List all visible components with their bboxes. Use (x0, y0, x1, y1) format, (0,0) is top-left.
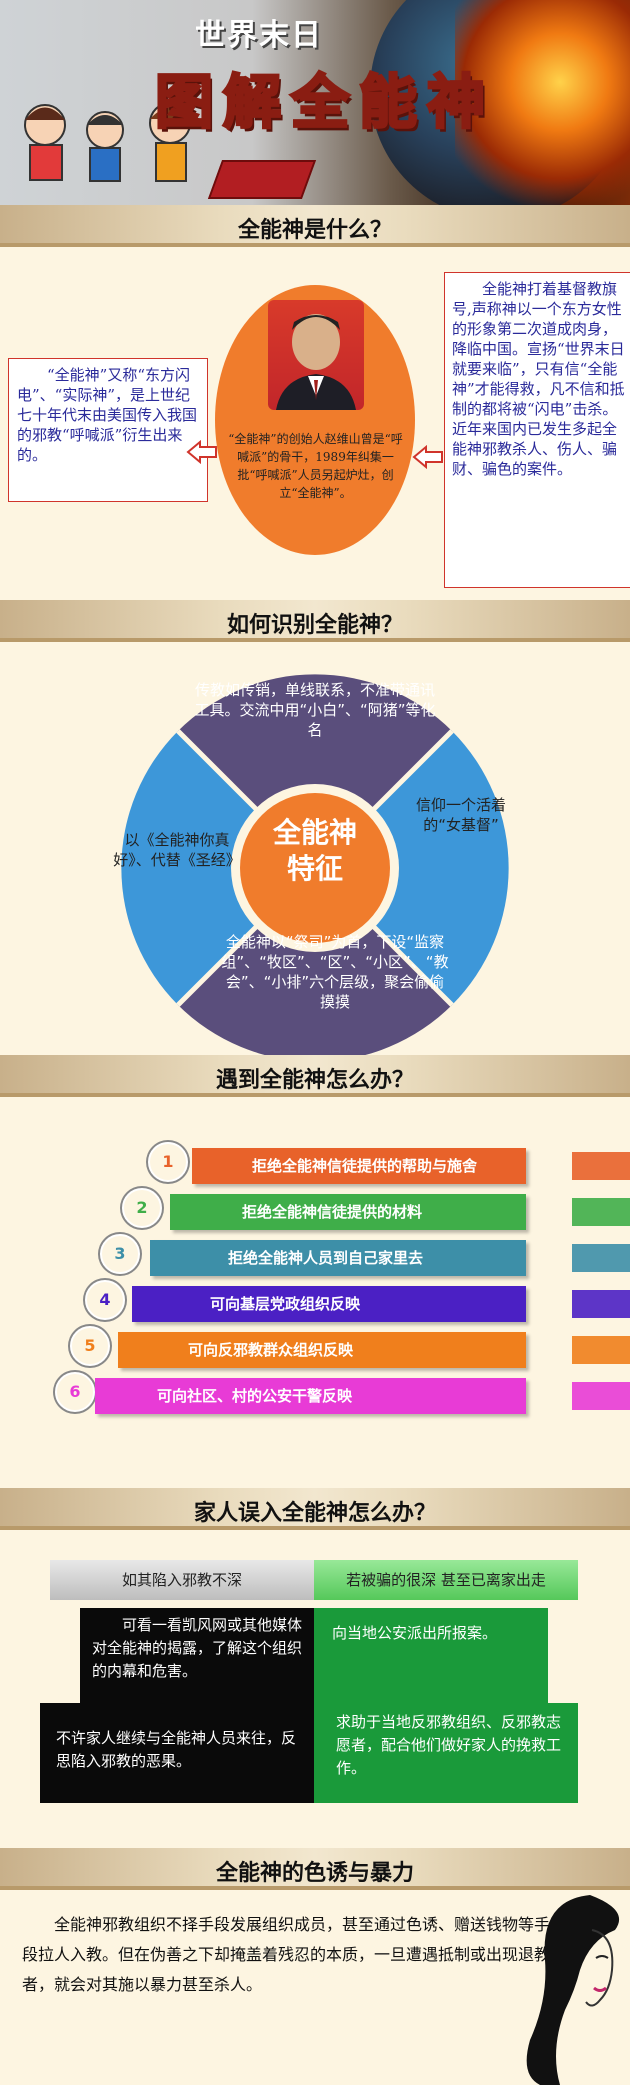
section-header-family: 家人误入全能神怎么办？ (0, 1488, 630, 1530)
donut-left-segment (121, 731, 315, 1005)
step-bar: 拒绝全能神信徒提供的帮助与施舍 (192, 1148, 526, 1184)
donut-center-label: 全能神 特征 (240, 815, 390, 887)
family-right-text-2: 求助于当地反邪教组织、反邪教志愿者，配合他们做好家人的挽救工作。 (336, 1713, 562, 1777)
step-tail (572, 1382, 630, 1410)
family-right-header: 若被骗的很深 甚至已离家出走 (346, 1571, 546, 1589)
step-tail (572, 1244, 630, 1272)
cult-book-image (207, 160, 317, 199)
section-title: 遇到全能神怎么办？ (215, 1068, 414, 1093)
family-left-text-2: 不许家人继续与全能神人员来往，反思陷入邪教的恶果。 (56, 1729, 297, 1770)
feature-top-text: 传教如传销，单线联系，不准带通讯工具。交流中用“小白”、“阿猪”等化名 (194, 681, 436, 739)
step-tail (572, 1336, 630, 1364)
fire-explosion-image (455, 0, 630, 205)
section-header-what-to-do: 遇到全能神怎么办？ (0, 1055, 630, 1097)
center-label-line1: 全能神 (272, 816, 357, 849)
step-bar: 拒绝全能神信徒提供的材料 (170, 1194, 526, 1230)
intro-left-box: “全能神”又称“东方闪电”、“实际神”，是上世纪七十年代末由美国传入我国的邪教“… (8, 358, 208, 502)
step-bar: 拒绝全能神人员到自己家里去 (150, 1240, 526, 1276)
section-header-identify: 如何识别全能神？ (0, 600, 630, 642)
step-bar: 可向反邪教群众组织反映 (118, 1332, 526, 1368)
step-number-icon: 3 (100, 1234, 140, 1274)
intro-right-box: 全能神打着基督教旗号,声称神以一个东方女性的形象第二次道成肉身，降临中国。宣扬“… (444, 272, 630, 588)
family-left-cell-2: 不许家人继续与全能神人员来往，反思陷入邪教的恶果。 (40, 1703, 314, 1803)
section-header-what-is: 全能神是什么？ (0, 205, 630, 247)
feature-left-text: 以《全能神你真好》、代替《圣经》 (113, 831, 241, 869)
woman-silhouette-image (526, 1895, 620, 2085)
step-number-icon: 2 (122, 1188, 162, 1228)
section-title: 全能神是什么？ (237, 218, 392, 243)
feature-bottom-text: 全能神以“祭司”为首，下设“监察组”、“牧区”、“区”、“小区”、“教会”、“小… (221, 933, 449, 1011)
family-left-text-1: 可看一看凯风网或其他媒体对全能神的揭露，了解这个组织的内幕和危害。 (92, 1616, 303, 1680)
banner-title: 图解全能神 (153, 67, 496, 138)
step-number-icon: 5 (70, 1326, 110, 1366)
feature-right-text: 信仰一个活着的“女基督” (415, 796, 506, 834)
donut-center-circle (240, 793, 390, 943)
violence-body-text: 全能神邪教组织不择手段发展组织成员，甚至通过色诱、赠送钱物等手段拉人入教。但在伪… (22, 1915, 551, 1994)
family-left-header-bg: 如其陷入邪教不深 (50, 1560, 314, 1600)
step-bar: 可向社区、村的公安干警反映 (95, 1378, 526, 1414)
arrow-left-icon (412, 445, 443, 469)
section-title: 家人误入全能神怎么办？ (193, 1501, 436, 1526)
founder-portrait-image (268, 300, 364, 410)
center-label-line2: 特征 (286, 852, 343, 885)
section-title: 如何识别全能神？ (226, 613, 403, 638)
family-right-text-1: 向当地公安派出所报案。 (332, 1624, 498, 1642)
family-right-cell-2: 求助于当地反邪教组织、反邪教志愿者，配合他们做好家人的挽救工作。 (314, 1703, 578, 1803)
section-header-violence: 全能神的色诱与暴力 (0, 1848, 630, 1890)
step-tail (572, 1290, 630, 1318)
header-banner: 世界末日 图解全能神 (0, 0, 630, 205)
family-left-cell-1: 可看一看凯风网或其他媒体对全能神的揭露，了解这个组织的内幕和危害。 (80, 1608, 314, 1703)
step-number-icon: 6 (55, 1372, 95, 1412)
donut-right-segment (315, 731, 509, 1005)
family-left-header: 如其陷入邪教不深 (121, 1571, 242, 1589)
donut-bottom-segment (178, 868, 452, 1062)
family-right-header-bg: 若被骗的很深 甚至已离家出走 (314, 1560, 578, 1600)
section-title: 全能神的色诱与暴力 (215, 1861, 414, 1886)
banner-subtitle: 世界末日 (195, 18, 323, 53)
step-number-icon: 4 (85, 1280, 125, 1320)
founder-text: “全能神”的创始人赵维山曾是“呼喊派”的骨干，1989年纠集一批“呼喊派”人员另… (228, 432, 403, 500)
step-number-icon: 1 (148, 1142, 188, 1182)
step-tail (572, 1198, 630, 1226)
features-donut-diagram (121, 674, 509, 1062)
step-tail (572, 1152, 630, 1180)
family-right-cell-1: 向当地公安派出所报案。 (314, 1608, 548, 1703)
arrow-left-icon (186, 440, 217, 464)
step-bar: 可向基层党政组织反映 (132, 1286, 526, 1322)
frightened-people-illustration (24, 102, 191, 182)
donut-top-segment (178, 674, 452, 868)
steps-list: 1 拒绝全能神信徒提供的帮助与施舍 2 拒绝全能神信徒提供的材料 3 拒绝全能神… (0, 1130, 630, 1460)
